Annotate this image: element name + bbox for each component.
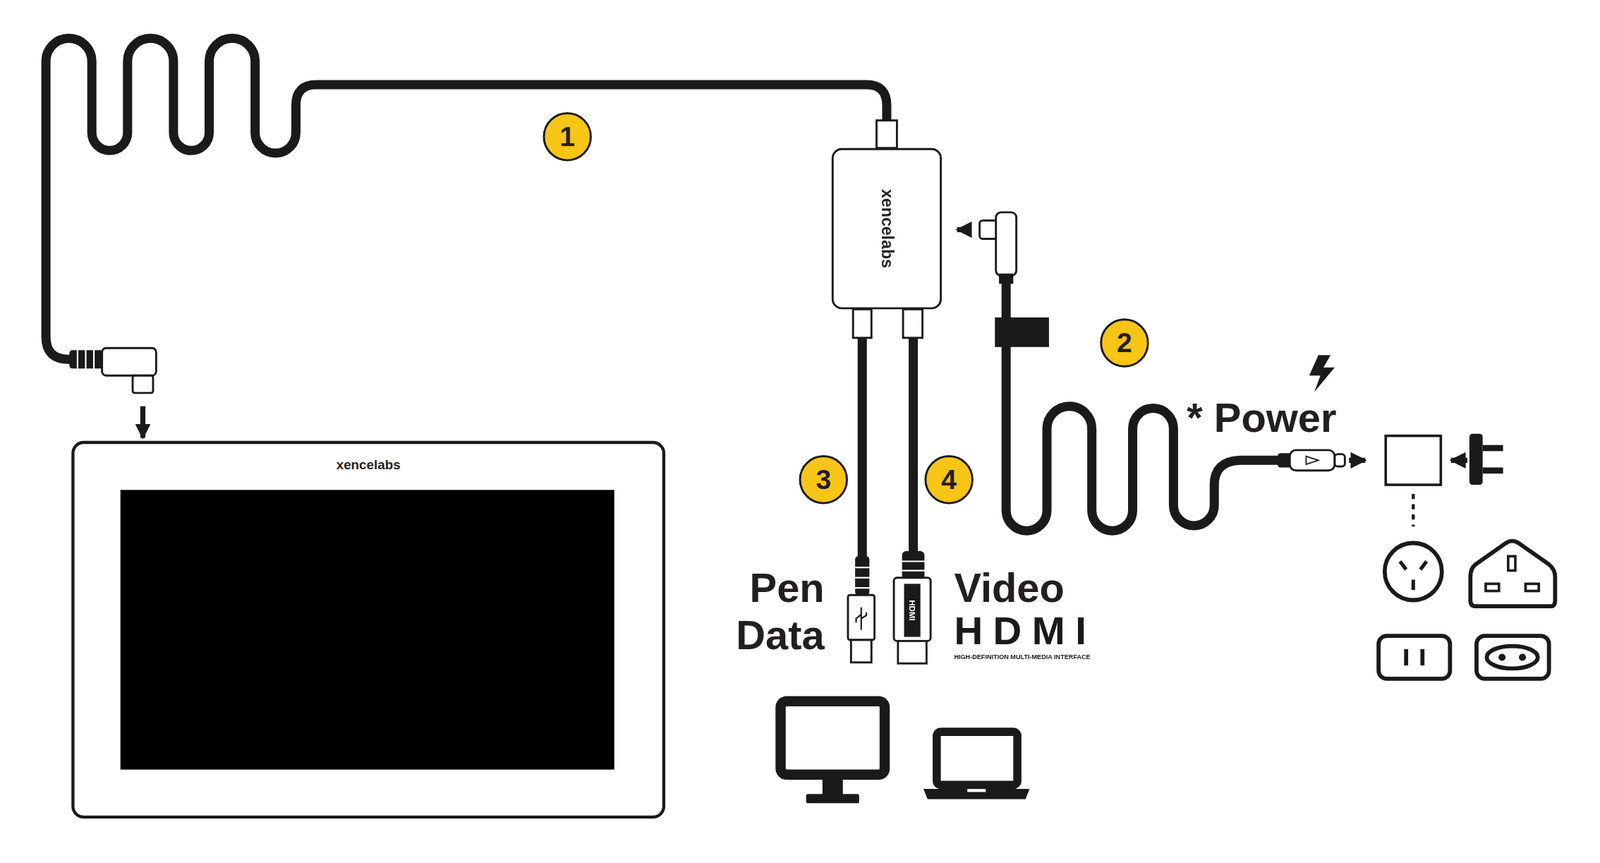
drawing-part [1508, 555, 1516, 571]
brand-logo: xencelabs [336, 457, 401, 473]
hdmi-plug [893, 577, 931, 664]
drawing-part [847, 594, 875, 640]
power-label: * Power [1186, 393, 1337, 441]
callout-number: 4 [924, 455, 973, 504]
drawing-part [900, 560, 927, 562]
hub-port [902, 308, 923, 338]
eu-outlet [1476, 635, 1550, 679]
usb-strain-relief [852, 555, 872, 595]
dotted-line [1411, 493, 1415, 527]
drawing-part [1485, 583, 1500, 591]
drawing-part [1420, 649, 1425, 666]
hdmi-cable [908, 334, 918, 556]
drawing-part [996, 212, 1017, 276]
drawing-part [1400, 561, 1428, 591]
drawing-part [1482, 467, 1504, 474]
plug-marking: HDMI [907, 599, 918, 621]
hub-port [852, 308, 872, 338]
callout-number: 1 [543, 112, 592, 161]
plug-ridge [93, 347, 95, 371]
insert-arrow [140, 406, 146, 439]
drawing-part [852, 566, 872, 568]
hub-port [876, 120, 897, 149]
drawing-part [855, 555, 870, 595]
cable-path [45, 38, 887, 360]
usb-c-right-angle-plug [979, 212, 1017, 284]
hdmi-strain-relief [900, 550, 927, 580]
drawing-part [936, 731, 1018, 785]
drawing-part [856, 607, 867, 630]
au-outlet [1384, 543, 1442, 601]
drawing-part [923, 788, 1030, 799]
us-outlet [1378, 635, 1450, 679]
drawing-part [1305, 456, 1318, 465]
plug-body [102, 347, 157, 376]
insert-arrow [957, 227, 968, 233]
drawing-part [904, 583, 921, 637]
cable-tie [994, 317, 1050, 348]
plug-strain-relief [69, 349, 104, 369]
port-label: Pen Data [714, 564, 825, 659]
drawing-part [1482, 445, 1504, 452]
drawing-part [1334, 454, 1345, 467]
power-adapter [1385, 435, 1441, 485]
drawing-part [852, 577, 872, 579]
drawing-part [967, 788, 986, 792]
display-screen [120, 489, 615, 769]
drawing-part [1499, 653, 1506, 661]
drawing-part [780, 701, 886, 775]
drawing-part [1525, 583, 1539, 591]
drawing-part [1384, 543, 1442, 601]
usb-a-plug [847, 594, 875, 662]
uk-outlet [1470, 541, 1555, 607]
drawing-part [1486, 646, 1538, 669]
drawing-part [1469, 433, 1483, 485]
usb-c-plug [1277, 450, 1345, 471]
drawing-part [1519, 653, 1526, 661]
pen-display: xencelabs [71, 440, 666, 819]
display-cable [45, 38, 897, 438]
drawing-part [1403, 649, 1409, 666]
plug-tip [132, 375, 154, 393]
laptop-icon [923, 731, 1030, 799]
drawing-part [902, 550, 925, 580]
callout-number: 3 [799, 455, 848, 504]
insert-arrow [1348, 457, 1366, 463]
port-label: Video [953, 564, 1064, 612]
drawing-part [852, 586, 872, 589]
hdmi-logo: HDMI [953, 608, 1097, 654]
drawing-part [806, 793, 860, 803]
drawing-part [850, 639, 872, 663]
drawing-part [822, 778, 844, 796]
connection-hub: xencelabs [831, 148, 942, 310]
drawing-part [1289, 450, 1335, 471]
drawing-part [898, 640, 927, 664]
drawing-part [1476, 635, 1550, 679]
plug-prongs [1469, 433, 1504, 485]
lightning-bolt [1309, 354, 1335, 392]
usb-cable [857, 334, 868, 559]
plug-ridge [76, 347, 79, 371]
insert-arrow [1451, 457, 1468, 463]
drawing-part [1378, 635, 1450, 679]
drawing-part [1470, 541, 1555, 607]
plug-ridge [84, 347, 87, 371]
drawing-part [900, 569, 927, 571]
hdmi-logo-subtitle: HIGH-DEFINITION MULTI-MEDIA INTERFACE [953, 653, 1090, 661]
brand-logo: xencelabs [877, 189, 896, 269]
callout-number: 2 [1099, 318, 1149, 367]
drawing-part [893, 577, 931, 642]
monitor-icon [780, 701, 886, 804]
